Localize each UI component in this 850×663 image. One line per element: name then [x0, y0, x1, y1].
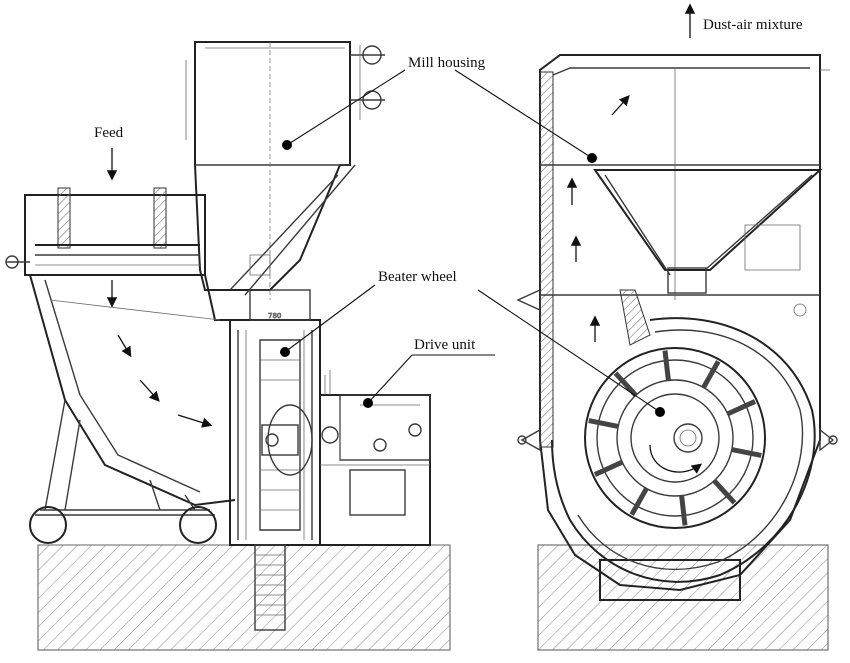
- beater-plate: [679, 495, 688, 526]
- beater-plate: [613, 371, 638, 397]
- mill-housing-dot: [282, 140, 292, 150]
- mill-housing-label: Mill housing: [408, 55, 486, 71]
- beater-plate: [629, 487, 649, 516]
- drive-unit-leader: [367, 354, 413, 404]
- diagonal-chute: [229, 164, 356, 296]
- beater-plate: [588, 418, 619, 429]
- mill-housing-dot: [587, 153, 597, 163]
- front-view: [516, 3, 838, 651]
- beater-wheel-dot: [280, 347, 290, 357]
- beater-wheel-leader: [284, 284, 376, 353]
- beater-plate: [701, 360, 721, 389]
- transport-wheel-left-icon: [29, 506, 67, 544]
- flow-arrow-icon: [117, 334, 132, 358]
- beater-plate: [593, 459, 624, 477]
- flow-arrow-icon: [139, 379, 160, 402]
- drive-unit: [319, 370, 431, 546]
- svg-text:780: 780: [268, 312, 281, 320]
- mill-housing-leader: [286, 69, 406, 146]
- feed-gate-left: [57, 187, 71, 249]
- discharge-grate: [254, 544, 286, 631]
- front-beater-wheel: [584, 347, 766, 529]
- side-beater-wheel: [259, 339, 301, 531]
- mill-housing-hopper: [194, 41, 351, 291]
- drive-unit-label: Drive unit: [414, 337, 476, 353]
- side-view: 780: [5, 41, 451, 651]
- dust-air-mixture-label: Dust-air mixture: [703, 17, 803, 33]
- chute-bracket: [249, 254, 271, 276]
- front-mill-housing: [539, 54, 821, 592]
- flow-arrow-icon: [177, 414, 213, 428]
- feed-gate-right: [153, 187, 167, 249]
- beater-wheel-leader: [477, 289, 661, 413]
- beater-wheel-label: Beater wheel: [378, 269, 457, 285]
- transport-wheel-right-icon: [179, 506, 217, 544]
- side-mill-housing: [229, 319, 321, 546]
- mill-housing-leader: [454, 69, 593, 159]
- side-foundation: [37, 544, 451, 651]
- feed-funnel: [29, 274, 240, 507]
- beater-plate: [726, 399, 757, 417]
- feed-inlet: [24, 194, 206, 276]
- flow-arrow-icon: [611, 95, 630, 116]
- wheel-housing-lining: [619, 289, 651, 346]
- support-frame: [40, 399, 210, 511]
- feed-label: Feed: [94, 125, 124, 141]
- housing-lining: [539, 71, 554, 448]
- beater-wheel-dot: [655, 407, 665, 417]
- beater-plate: [662, 350, 671, 381]
- drive-unit-dot: [363, 398, 373, 408]
- classifier-cone: [593, 169, 823, 271]
- beater-plate: [712, 479, 737, 505]
- spiral-housing: [551, 317, 816, 583]
- beater-plate: [731, 447, 762, 458]
- cone-outlet: [667, 267, 707, 294]
